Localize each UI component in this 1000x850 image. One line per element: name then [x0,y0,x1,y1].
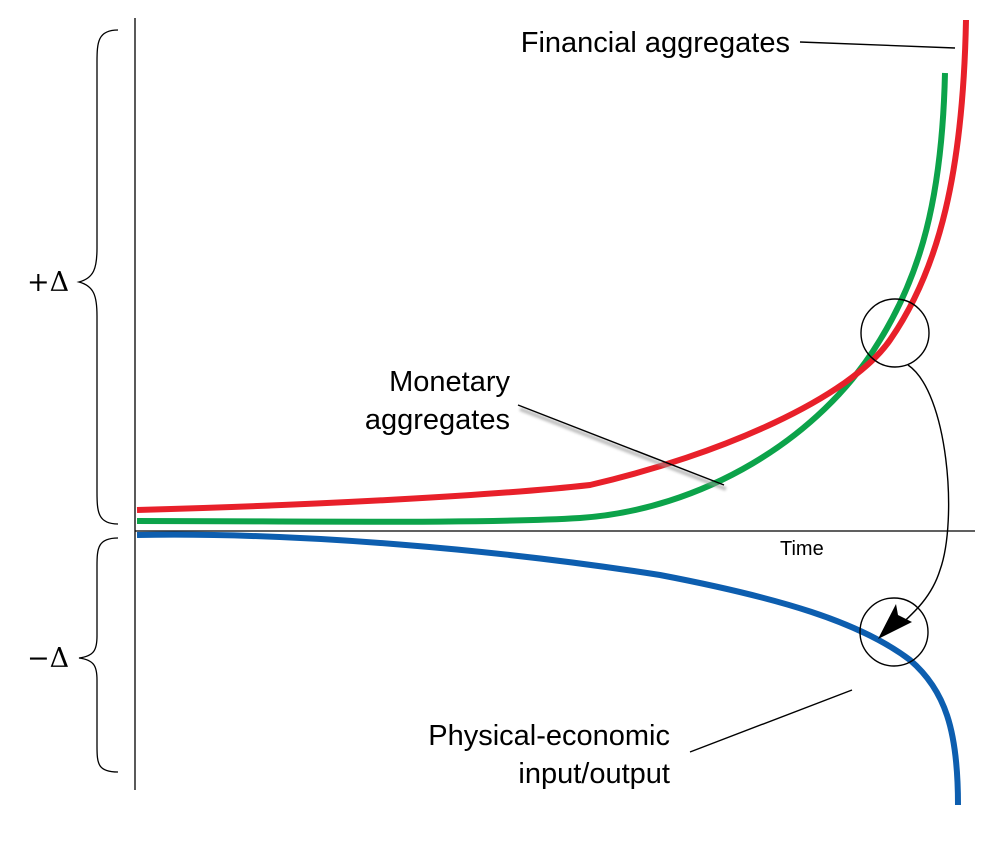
minus-delta-label: −Δ [27,643,69,674]
physical-economic-label-line1: Physical-economic [428,720,670,752]
monetary-leader-shadow [519,407,727,491]
plus-delta-label: +Δ [27,267,69,298]
physical-economic-curve [136,531,961,806]
time-axis-label: Time [780,538,824,560]
arrow-head-icon [878,604,912,639]
monetary-aggregates-label-line1: Monetary [389,366,510,398]
physical-economic-label-line2: input/output [518,758,670,790]
financial-leader-line [799,41,956,49]
monetary-aggregates-curve [136,72,948,525]
physical-leader-line [689,689,853,753]
financial-aggregates-label: Financial aggregates [521,27,790,59]
monetary-leader-line [517,404,725,486]
financial-aggregates-curve [136,19,969,513]
plus-delta-brace [76,29,119,525]
impact-circle [859,597,929,667]
transfer-arrow-line [896,364,950,629]
minus-delta-brace [78,537,119,773]
monetary-aggregates-label-line2: aggregates [365,404,510,436]
crossover-circle [860,298,930,368]
